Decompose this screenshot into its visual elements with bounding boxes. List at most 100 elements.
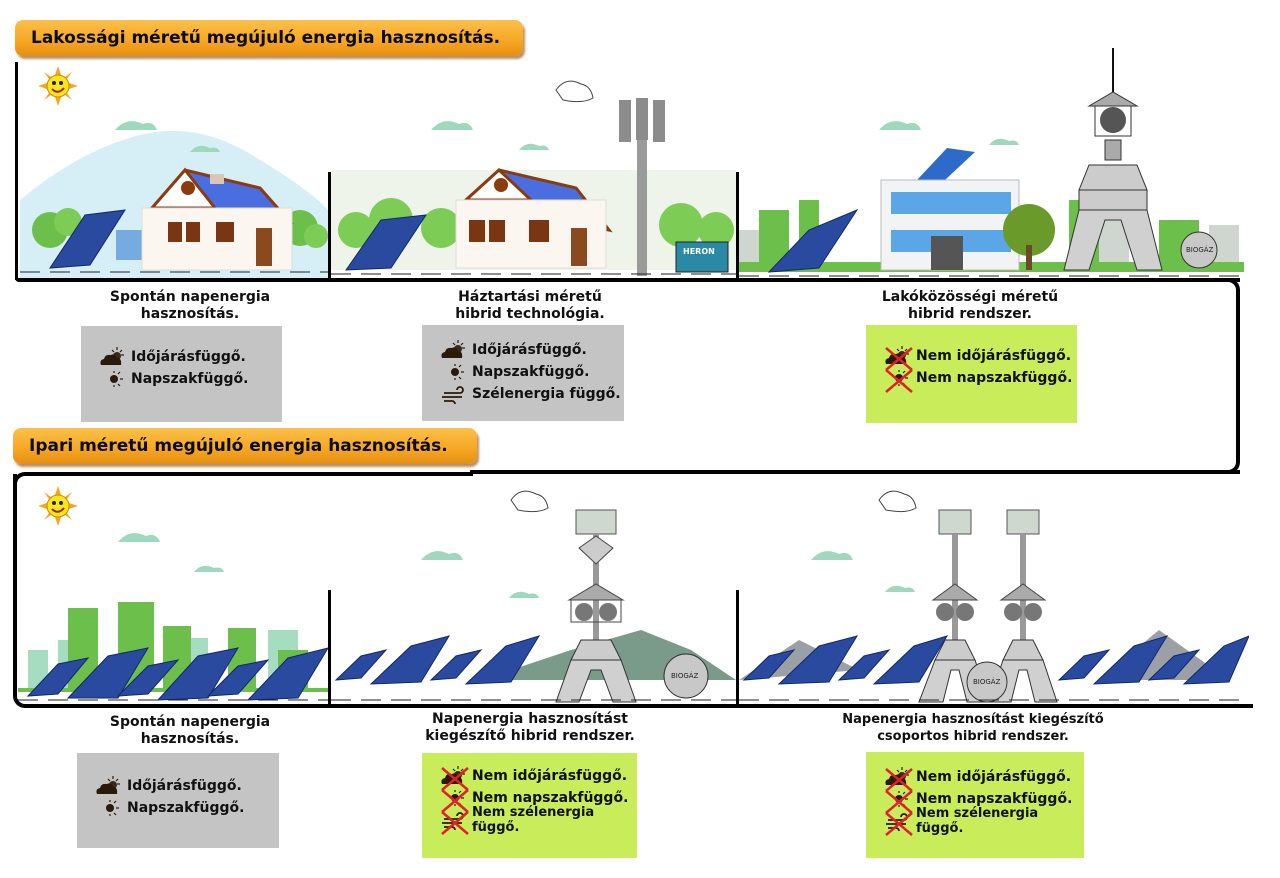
property-text: Nem napszakfüggő. [916, 791, 1073, 807]
property-text: Szélenergia függő. [472, 386, 621, 402]
property-row: Időjárásfüggő. [440, 339, 624, 361]
property-row: Nem napszakfüggő. [440, 787, 637, 813]
biogas-label: BIOGÁZ [671, 671, 699, 680]
generator-label: HERON [683, 247, 715, 256]
property-text: Nem napszakfüggő. [916, 370, 1073, 386]
frame-line [470, 470, 1240, 474]
property-text: Időjárásfüggő. [131, 349, 246, 365]
cross-mark-icon [441, 789, 469, 813]
cloud-sun-icon [440, 340, 466, 360]
cross-mark-icon [885, 790, 913, 814]
properties-box: Időjárásfüggő. Napszakfüggő. [77, 753, 279, 848]
property-text: Nem szélenergia függő. [472, 805, 595, 835]
property-row: Nem szélenergia függő. [440, 805, 637, 835]
sun-icon [38, 66, 78, 110]
scene-house-solar [20, 90, 328, 278]
properties-box: Időjárásfüggő. Napszakfüggő. [81, 326, 282, 422]
property-row: Nem időjárásfüggő. [884, 345, 1077, 371]
property-row: Napszakfüggő. [95, 797, 279, 819]
caption-line: hasznosítás. [140, 306, 240, 322]
cloud-sun-icon [884, 346, 913, 371]
properties-box: Időjárásfüggő. Napszakfüggő. Szélenergia f… [422, 325, 624, 421]
property-row: Nem napszakfüggő. [884, 788, 1084, 814]
caption-line: Napenergia hasznosítást [432, 711, 628, 727]
scene-solar-farm-city [18, 530, 328, 704]
property-text: Nem időjárásfüggő. [916, 348, 1072, 364]
panel-caption: Napenergia hasznosítást kiegészítő csopo… [838, 711, 1108, 745]
wind-icon [440, 384, 466, 404]
property-text: Napszakfüggő. [131, 371, 249, 387]
scene-household-hybrid: HERON [331, 70, 736, 278]
panel-caption: Spontán napenergia hasznosítás. [80, 714, 300, 748]
moon-sun-icon [440, 788, 469, 813]
frame-outline [13, 472, 473, 502]
cross-mark-icon [885, 812, 913, 836]
property-text: Nem időjárásfüggő. [472, 768, 628, 784]
cloud-sun-icon [440, 766, 469, 791]
properties-box: Nem időjárásfüggő. Nem napszakfüggő. [866, 325, 1077, 423]
scene-community-hybrid: BIOGÁZ [739, 40, 1244, 278]
caption-line: Spontán napenergia [109, 289, 271, 305]
property-row: Időjárásfüggő. [99, 346, 282, 368]
frame-line [328, 172, 331, 280]
section-banner-residential: Lakossági méretű megújuló energia haszno… [15, 20, 523, 56]
section-banner-industrial: Ipari méretű megújuló energia hasznosítá… [13, 428, 477, 464]
moon-sun-icon [884, 789, 913, 814]
property-row: Szélenergia függő. [440, 383, 624, 405]
caption-line: Háztartási méretű [458, 289, 602, 305]
cross-mark-icon [885, 369, 913, 393]
property-text: Napszakfüggő. [472, 364, 590, 380]
properties-box: Nem időjárásfüggő. Nem napszakfüggő.Nem s… [866, 752, 1084, 858]
frame-line [15, 278, 1240, 282]
property-row: Nem időjárásfüggő. [884, 766, 1084, 792]
panel-caption: Spontán napenergia hasznosítás. [80, 289, 300, 323]
cloud-sun-icon [884, 767, 913, 792]
cross-mark-icon [441, 811, 469, 835]
caption-line: hasznosítás. [140, 731, 240, 747]
property-text: Nem napszakfüggő. [472, 790, 629, 806]
property-row: Nem időjárásfüggő. [440, 765, 637, 791]
frame-line [15, 62, 18, 280]
property-row: Időjárásfüggő. [95, 775, 279, 797]
caption-line: csoportos hibrid rendszer. [877, 729, 1069, 744]
biogas-label: BIOGÁZ [1186, 245, 1214, 254]
property-text: Nem szélenergia függő. [916, 806, 1039, 836]
property-row: Napszakfüggő. [99, 368, 282, 390]
sun-icon [38, 486, 78, 530]
property-row: Nem szélenergia függő. [884, 806, 1084, 836]
scene-solar-hybrid-tower: BIOGÁZ [331, 480, 736, 704]
caption-line: kiegészítő hibrid rendszer. [425, 728, 635, 744]
property-row: Nem napszakfüggő. [884, 367, 1077, 393]
biogas-label: BIOGÁZ [973, 677, 1001, 686]
frame-line [328, 590, 331, 706]
scene-solar-twin-hybrid-towers: BIOGÁZ [739, 480, 1249, 704]
caption-line: Lakóközösségi méretű [881, 289, 1059, 305]
frame-outline [13, 474, 1253, 708]
cross-mark-icon [441, 767, 469, 791]
moon-sun-icon [884, 368, 913, 393]
property-text: Nem időjárásfüggő. [916, 769, 1072, 785]
property-text: Időjárásfüggő. [127, 778, 242, 794]
caption-line: hibrid rendszer. [908, 306, 1032, 322]
caption-line: Napenergia hasznosítást kiegészítő [842, 712, 1104, 727]
cross-mark-icon [885, 768, 913, 792]
frame-line [736, 590, 739, 706]
moon-sun-icon [95, 798, 121, 818]
caption-line: Spontán napenergia [109, 714, 271, 730]
properties-box: Nem időjárásfüggő. Nem napszakfüggő.Nem s… [422, 753, 637, 858]
wind-icon [884, 811, 913, 836]
section-title: Lakossági méretű megújuló energia haszno… [31, 28, 501, 48]
frame-line [736, 172, 739, 280]
property-text: Napszakfüggő. [127, 800, 245, 816]
cross-mark-icon [885, 347, 913, 371]
moon-sun-icon [440, 362, 466, 382]
property-row: Napszakfüggő. [440, 361, 624, 383]
cloud-sun-icon [99, 347, 125, 367]
panel-caption: Háztartási méretű hibrid technológia. [420, 289, 640, 323]
caption-line: hibrid technológia. [455, 306, 605, 322]
wind-icon [440, 810, 469, 835]
moon-sun-icon [99, 369, 125, 389]
cloud-sun-icon [95, 776, 121, 796]
property-text: Időjárásfüggő. [472, 342, 587, 358]
panel-caption: Lakóközösségi méretű hibrid rendszer. [850, 289, 1090, 323]
